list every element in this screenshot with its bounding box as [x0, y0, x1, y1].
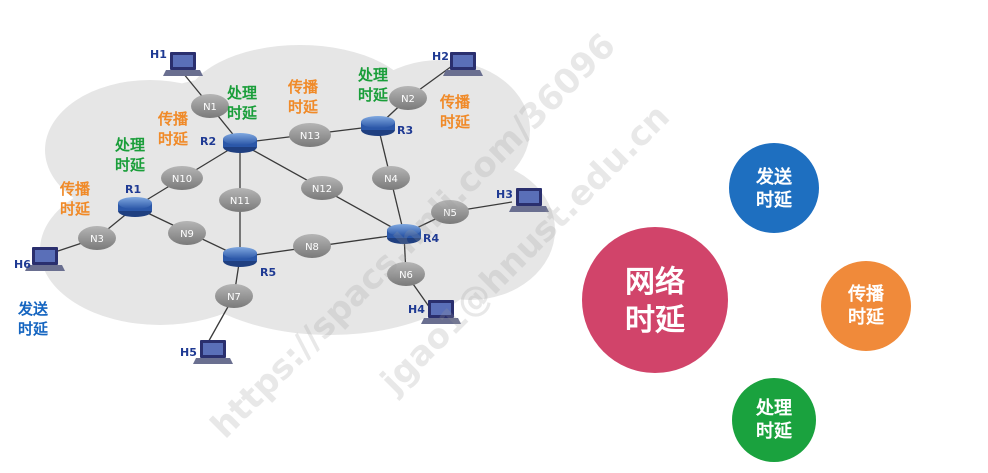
- annotation-processing-R2: 处理 时延: [226, 84, 258, 122]
- host-H3: H3: [496, 188, 549, 212]
- annotation-processing-R1: 处理 时延: [114, 136, 146, 174]
- svg-text:H2: H2: [432, 50, 449, 63]
- host-H6: H6: [14, 247, 65, 271]
- svg-text:H5: H5: [180, 346, 197, 359]
- svg-text:时延: 时延: [756, 190, 793, 211]
- svg-text:传播: 传播: [847, 283, 885, 305]
- svg-text:R2: R2: [200, 135, 216, 148]
- concept-transmission-circle: 发送 时延: [729, 143, 819, 233]
- concept-processing-circle: 处理 时延: [732, 378, 816, 462]
- svg-text:R5: R5: [260, 266, 276, 279]
- svg-text:N7: N7: [227, 292, 241, 303]
- node-N7: N7: [215, 284, 253, 308]
- annotation-propagation-N13: 传播 时延: [287, 78, 319, 116]
- svg-text:N12: N12: [312, 184, 332, 195]
- node-N10: N10: [161, 166, 203, 190]
- svg-text:H4: H4: [408, 303, 425, 316]
- svg-text:时延: 时延: [440, 113, 471, 131]
- svg-text:时延: 时延: [358, 86, 389, 104]
- node-N1: N1: [191, 94, 229, 118]
- router-R5: R5: [223, 247, 276, 279]
- svg-text:时延: 时延: [18, 320, 49, 338]
- node-N4: N4: [372, 166, 410, 190]
- svg-text:N2: N2: [401, 94, 415, 105]
- node-N9: N9: [168, 221, 206, 245]
- router-R4: R4: [387, 224, 439, 245]
- annotation-transmission-H6: 发送 时延: [17, 300, 49, 338]
- svg-text:R1: R1: [125, 183, 141, 196]
- node-N3: N3: [78, 226, 116, 250]
- node-N2: N2: [389, 86, 427, 110]
- router-R2: R2: [200, 133, 257, 153]
- svg-text:H3: H3: [496, 188, 513, 201]
- network-cloud: [40, 45, 555, 335]
- svg-text:H6: H6: [14, 258, 31, 271]
- annotation-processing-R3: 处理 时延: [357, 66, 389, 104]
- node-N5: N5: [431, 200, 469, 224]
- node-N13: N13: [289, 123, 331, 147]
- node-N11: N11: [219, 188, 261, 212]
- svg-text:R4: R4: [423, 232, 439, 245]
- svg-text:处理: 处理: [755, 397, 792, 419]
- svg-text:传播: 传播: [59, 180, 91, 198]
- svg-text:网络: 网络: [625, 265, 685, 300]
- svg-text:传播: 传播: [157, 110, 189, 128]
- annotation-propagation-N2: 传播 时延: [439, 93, 471, 131]
- annotation-propagation-N1: 传播 时延: [157, 110, 189, 148]
- svg-text:N3: N3: [90, 234, 104, 245]
- svg-text:处理: 处理: [357, 66, 388, 84]
- router-R1: R1: [118, 183, 152, 217]
- svg-text:传播: 传播: [287, 78, 319, 96]
- svg-text:时延: 时延: [625, 303, 686, 338]
- host-H2: H2: [432, 50, 483, 76]
- svg-text:处理: 处理: [114, 136, 145, 154]
- concept-center-circle: 网络 时延: [582, 227, 728, 373]
- svg-text:时延: 时延: [158, 130, 189, 148]
- host-H5: H5: [180, 340, 233, 364]
- router-R3: R3: [361, 116, 413, 137]
- svg-text:N13: N13: [300, 131, 320, 142]
- host-H1: H1: [150, 48, 203, 76]
- svg-text:时延: 时延: [848, 307, 885, 328]
- svg-text:N4: N4: [384, 174, 398, 185]
- concept-propagation-circle: 传播 时延: [821, 261, 911, 351]
- svg-text:N1: N1: [203, 102, 217, 113]
- svg-text:处理: 处理: [226, 84, 257, 102]
- node-N8: N8: [293, 234, 331, 258]
- svg-text:时延: 时延: [60, 200, 91, 218]
- svg-text:R3: R3: [397, 124, 413, 137]
- svg-text:N5: N5: [443, 208, 457, 219]
- svg-text:时延: 时延: [227, 104, 258, 122]
- svg-text:发送: 发送: [17, 300, 49, 318]
- host-H4: H4: [408, 300, 461, 324]
- svg-text:N11: N11: [230, 196, 250, 207]
- svg-text:N6: N6: [399, 270, 413, 281]
- svg-text:H1: H1: [150, 48, 167, 61]
- svg-text:N8: N8: [305, 242, 319, 253]
- svg-text:时延: 时延: [115, 156, 146, 174]
- svg-text:时延: 时延: [288, 98, 319, 116]
- node-N12: N12: [301, 176, 343, 200]
- annotation-propagation-N3: 传播 时延: [59, 180, 91, 218]
- svg-text:N9: N9: [180, 229, 194, 240]
- svg-text:发送: 发送: [755, 166, 793, 188]
- svg-text:时延: 时延: [756, 421, 793, 442]
- svg-text:传播: 传播: [439, 93, 471, 111]
- svg-text:N10: N10: [172, 174, 192, 185]
- node-N6: N6: [387, 262, 425, 286]
